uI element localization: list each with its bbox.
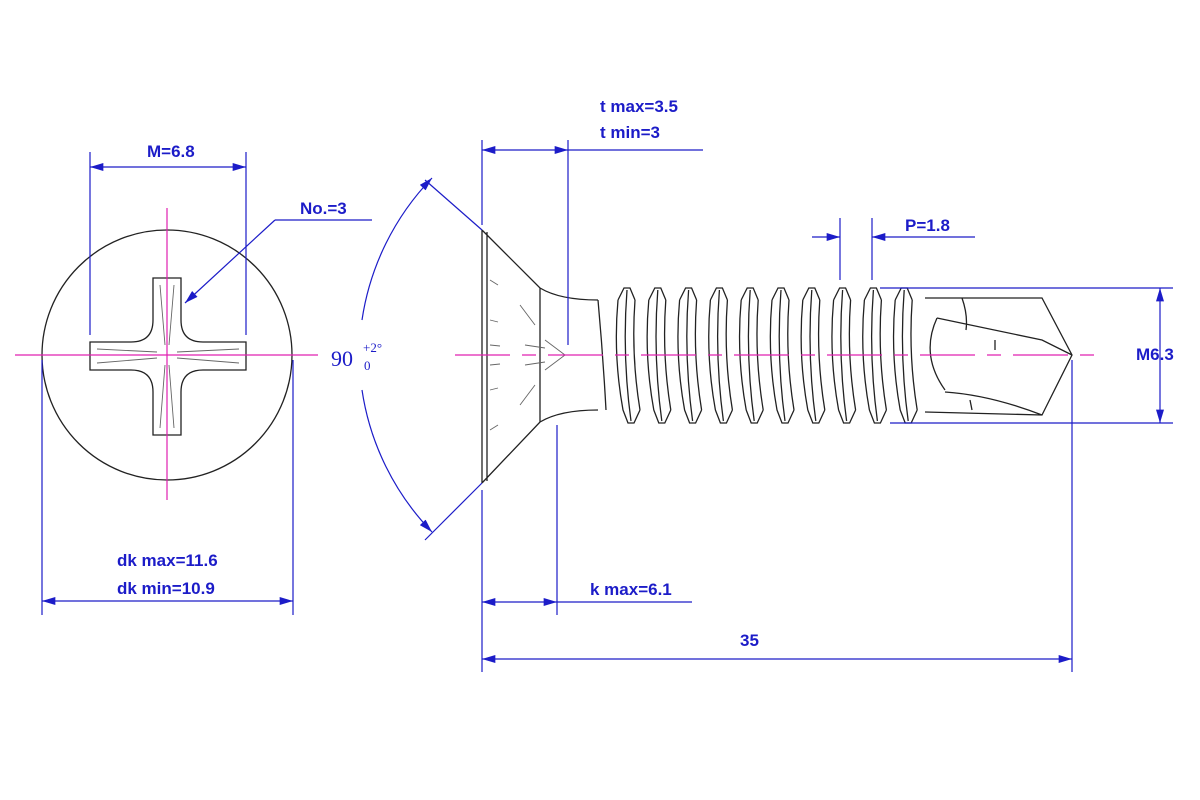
no-label: No.=3 xyxy=(300,199,347,218)
drill-point xyxy=(924,297,1073,416)
t-min-label: t min=3 xyxy=(600,123,660,142)
pitch-label: P=1.8 xyxy=(905,216,950,235)
dimension-pitch: P=1.8 xyxy=(812,216,975,280)
angle-lower-tol: 0 xyxy=(364,358,371,373)
dimension-length: 35 xyxy=(482,360,1073,672)
m-label: M=6.8 xyxy=(147,142,195,161)
dimension-dk: dk max=11.6 dk min=10.9 xyxy=(41,360,294,615)
dimension-angle: 90 +2° 0 xyxy=(331,177,483,541)
angle-label: 90 xyxy=(331,346,353,371)
dimension-t: t max=3.5 t min=3 xyxy=(481,97,703,345)
length-label: 35 xyxy=(740,631,759,650)
angle-upper-tol: +2° xyxy=(363,340,382,355)
dk-max-label: dk max=11.6 xyxy=(117,551,218,570)
dimension-thread-diameter: M6.3 xyxy=(880,287,1174,424)
phillips-recess xyxy=(89,277,247,436)
dk-min-label: dk min=10.9 xyxy=(117,579,215,598)
t-max-label: t max=3.5 xyxy=(600,97,678,116)
head-top-view xyxy=(15,208,318,500)
k-max-label: k max=6.1 xyxy=(590,580,672,599)
dimension-recess-no: No.=3 xyxy=(184,199,372,304)
countersunk-head xyxy=(481,229,599,484)
thread-label: M6.3 xyxy=(1136,345,1174,364)
dimension-m: M=6.8 xyxy=(89,142,247,335)
dimension-k: k max=6.1 xyxy=(481,425,692,672)
screw-side-view xyxy=(455,229,1095,484)
